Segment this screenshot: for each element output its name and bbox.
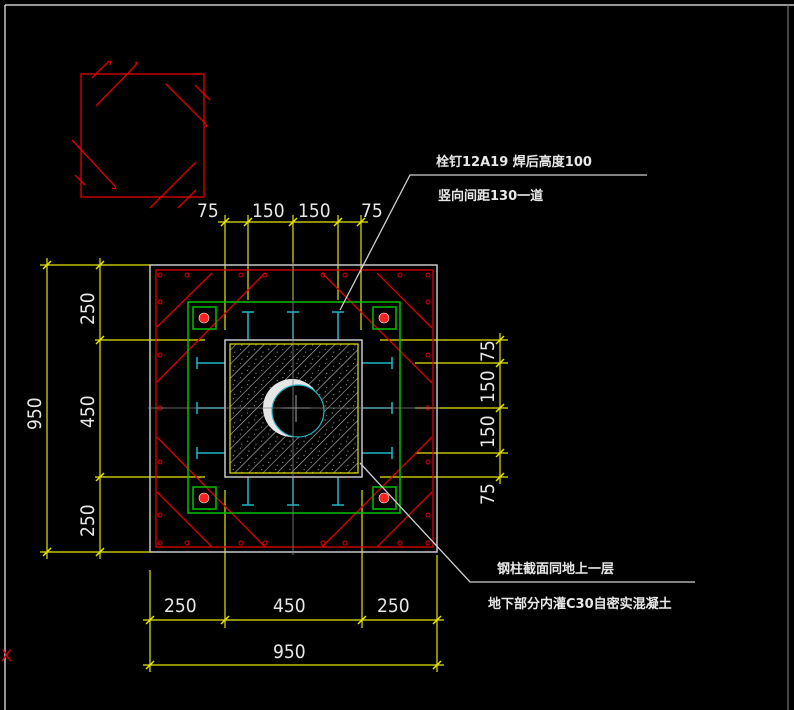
dim-bottom-3: 250	[377, 595, 410, 617]
dim-top-1: 75	[197, 200, 219, 222]
dimension-ticks	[42, 217, 505, 670]
inner-stirrup	[187, 301, 401, 514]
dim-right-4: 75	[477, 483, 499, 505]
note-stud-spacing: 竖向间距130一道	[438, 188, 543, 204]
column-section	[148, 262, 440, 555]
column-outline	[149, 264, 438, 553]
outer-stirrup	[155, 269, 434, 548]
rebar-dots	[157, 272, 431, 546]
dim-top-4: 75	[361, 200, 383, 222]
dim-right-1: 75	[477, 340, 499, 362]
dim-left-2: 450	[77, 395, 99, 428]
note-concrete-fill: 地下部分内灌C30自密实混凝土	[488, 596, 672, 612]
center-lines	[148, 262, 440, 555]
note-column-section: 钢柱截面同地上一层	[497, 561, 614, 577]
dim-bottom-1: 250	[164, 595, 197, 617]
dim-top-3: 150	[298, 200, 331, 222]
dim-left-3: 250	[77, 504, 99, 537]
note-stud-spec: 栓钉12A19 焊后高度100	[436, 154, 592, 170]
diagonal-rebars	[156, 272, 433, 548]
dim-left-1: 250	[77, 292, 99, 325]
dim-right-2: 150	[477, 370, 499, 403]
steel-column	[224, 339, 363, 478]
rebar-detail-small	[71, 60, 211, 209]
dim-top-2: 150	[252, 200, 285, 222]
grout-hole	[271, 384, 325, 438]
leader-lines	[339, 174, 695, 583]
viewport-frame	[4, 4, 794, 710]
dim-bottom-total: 950	[273, 641, 306, 663]
corner-rebars	[198, 312, 390, 504]
dim-right-3: 150	[477, 415, 499, 448]
dim-bottom-2: 450	[273, 595, 306, 617]
axis-x-marker: X	[1, 646, 12, 665]
dim-left-total: 950	[24, 397, 46, 430]
